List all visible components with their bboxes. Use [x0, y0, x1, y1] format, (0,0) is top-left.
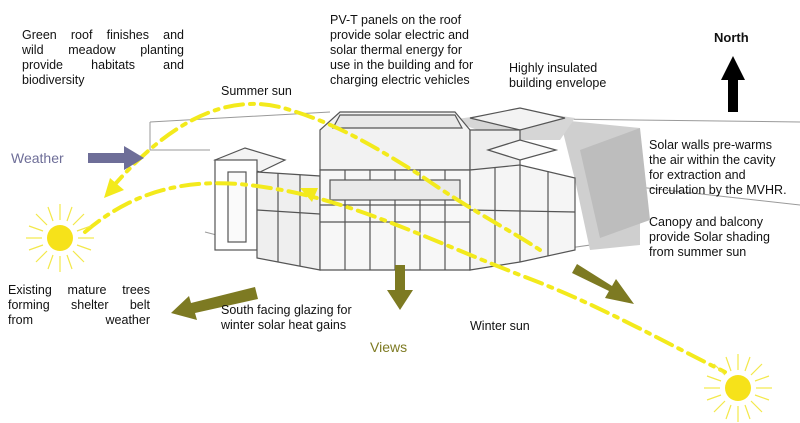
winter-sun-icon — [704, 354, 772, 422]
building — [213, 107, 576, 271]
glazing-arrow-icon — [572, 264, 634, 304]
shelter-trees-label: Existing mature trees forming shelter be… — [8, 283, 150, 327]
winter-path-arrowhead — [300, 188, 318, 202]
weather-label: Weather — [11, 150, 64, 166]
summer-sun-path — [108, 101, 542, 252]
green-roof-label: Green roof finishes and wild meadow plan… — [22, 28, 184, 87]
solar-walls-label: Solar walls pre-warms the air within the… — [649, 138, 787, 197]
shelter-arrow-icon — [171, 287, 258, 320]
building-shadows — [450, 110, 650, 250]
weather-arrow-icon — [88, 146, 144, 170]
pvt-panels-label: PV-T panels on the roof provide solar el… — [330, 13, 474, 87]
summer-sun-label: Summer sun — [221, 84, 292, 98]
views-label: Views — [370, 339, 408, 355]
insulated-envelope-label: Highly insulated building envelope — [509, 61, 607, 90]
summer-path-arrowhead — [104, 178, 124, 198]
views-arrow-icon — [387, 265, 413, 310]
north-label: North — [714, 30, 749, 45]
north-arrow-icon — [721, 56, 745, 112]
winter-sun-path — [83, 181, 727, 374]
south-glazing-label: South facing glazing for winter solar he… — [221, 303, 352, 332]
winter-sun-label: Winter sun — [470, 319, 530, 333]
summer-sun-icon — [26, 204, 94, 272]
canopy-balcony-label: Canopy and balcony provide Solar shading… — [649, 215, 770, 259]
